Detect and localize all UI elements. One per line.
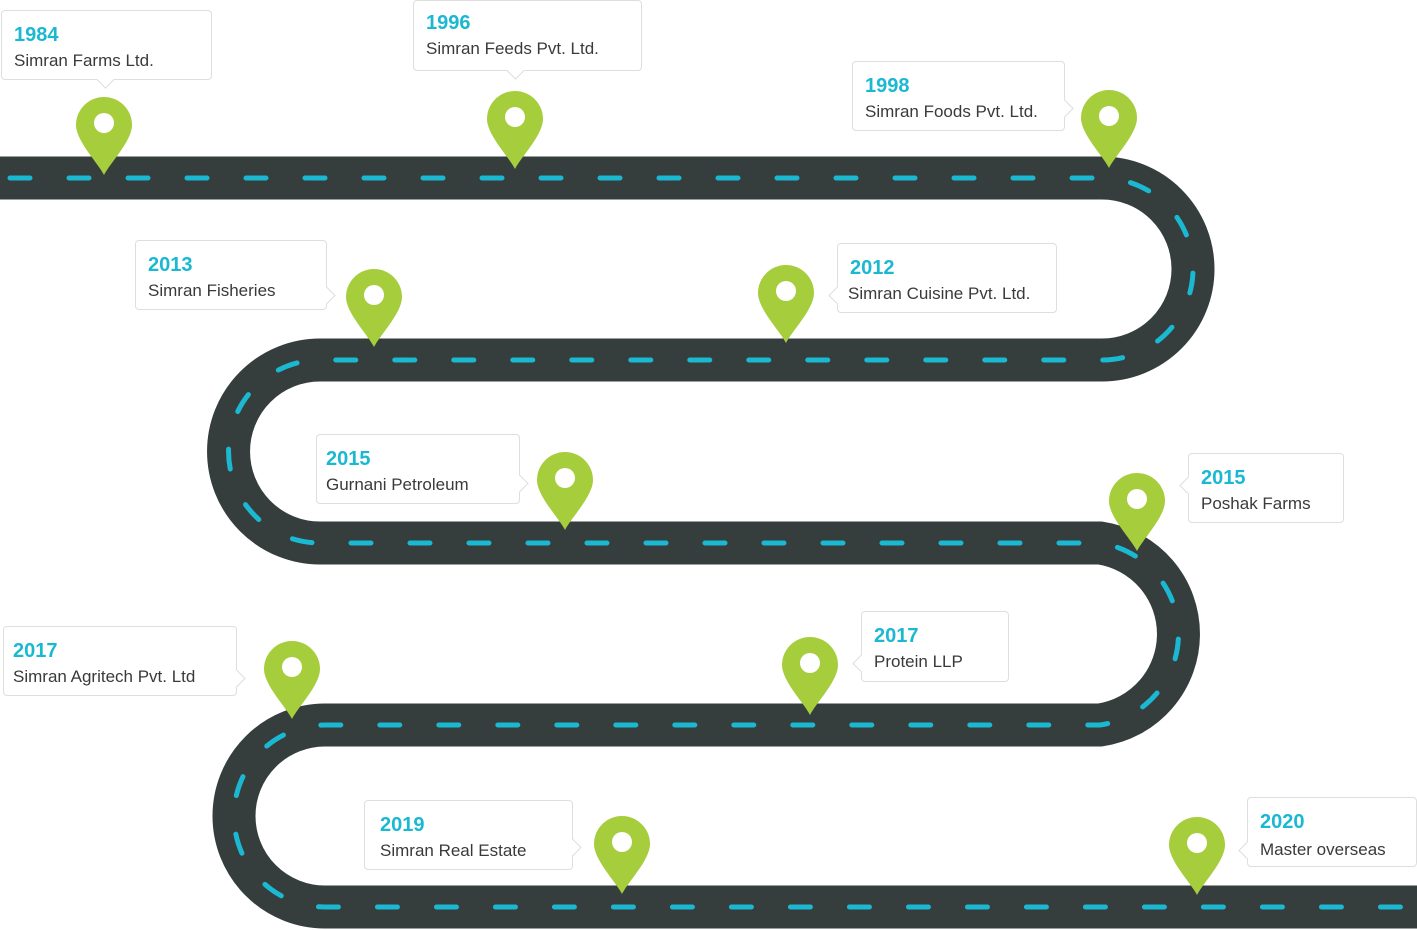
milestone-name: Simran Agritech Pvt. Ltd [13,667,196,686]
milestone-year: 2017 [874,625,919,647]
map-pin-icon [782,637,838,715]
map-pin-icon [76,97,132,175]
milestone-callout-1996: 1996 Simran Feeds Pvt. Ltd. [413,0,642,80]
milestone-year: 2015 [1201,467,1246,489]
map-pin-icon [537,452,593,530]
milestone-callout-2015-poshak: 2015 Poshak Farms [1179,453,1344,523]
road-surface [0,156,1417,929]
milestone-name: Simran Fisheries [148,281,276,300]
milestone-name: Simran Farms Ltd. [14,51,154,70]
milestone-name: Master overseas [1260,840,1386,859]
milestone-callout-2017-protein: 2017 Protein LLP [852,611,1009,682]
milestone-year: 2015 [326,448,371,470]
milestone-callout-2013: 2013 Simran Fisheries [135,240,336,310]
map-pin-icon [487,91,543,169]
milestone-year: 1998 [865,75,910,97]
map-pin-icon [1169,817,1225,895]
map-pin-icon [758,265,814,343]
milestone-callout-2015-gurnani: 2015 Gurnani Petroleum [316,434,529,504]
milestone-year: 2019 [380,814,425,836]
milestone-year: 2017 [13,640,58,662]
milestone-callout-2019: 2019 Simran Real Estate [364,800,582,870]
milestone-name: Simran Cuisine Pvt. Ltd. [848,284,1031,303]
milestone-callout-1998: 1998 Simran Foods Pvt. Ltd. [852,61,1074,131]
milestone-year: 2020 [1260,811,1305,833]
milestone-callout-2012: 2012 Simran Cuisine Pvt. Ltd. [828,243,1057,313]
map-pin-icon [1109,473,1165,551]
map-pin-icon [264,641,320,719]
map-pin-icon [1081,90,1137,168]
milestone-name: Gurnani Petroleum [326,475,469,494]
milestone-year: 2013 [148,254,193,276]
milestone-year: 2012 [850,257,895,279]
milestone-name: Simran Real Estate [380,841,527,860]
milestone-year: 1996 [426,12,471,34]
map-pin-icon [594,816,650,894]
milestone-name: Protein LLP [874,652,963,671]
milestone-name: Simran Feeds Pvt. Ltd. [426,39,599,58]
milestone-callout-1984: 1984 Simran Farms Ltd. [1,10,212,89]
milestone-year: 1984 [14,24,59,46]
milestone-callout-2020: 2020 Master overseas [1238,797,1417,867]
map-pin-icon [346,269,402,347]
milestone-callout-2017-agritech: 2017 Simran Agritech Pvt. Ltd [3,626,246,696]
milestone-name: Poshak Farms [1201,494,1311,513]
milestone-name: Simran Foods Pvt. Ltd. [865,102,1038,121]
